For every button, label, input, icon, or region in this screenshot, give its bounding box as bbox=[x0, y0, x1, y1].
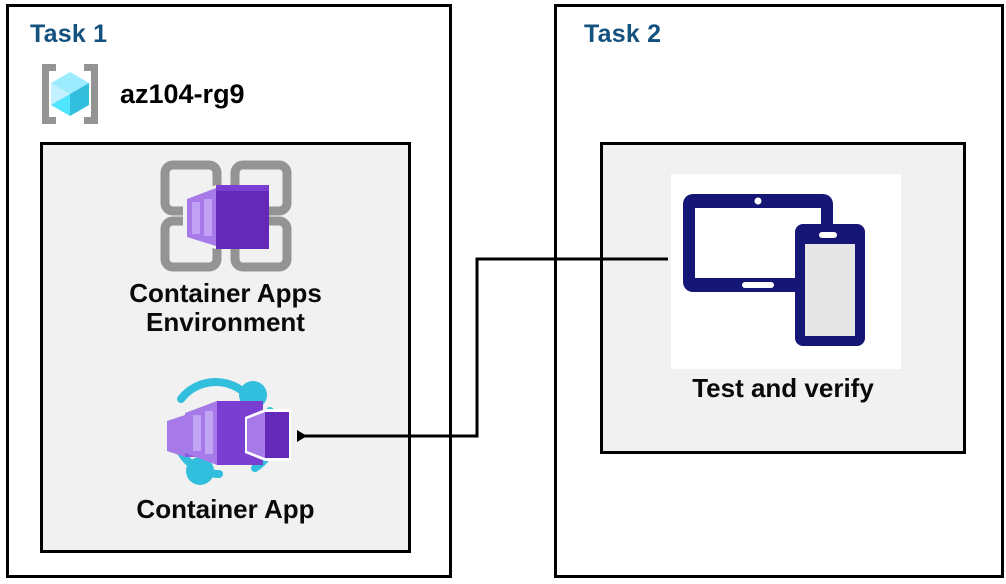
resource-group-label: az104-rg9 bbox=[120, 78, 245, 109]
container-app-icon bbox=[145, 373, 307, 491]
test-and-verify-label: Test and verify bbox=[692, 373, 874, 403]
test-and-verify-tile[interactable] bbox=[671, 174, 901, 369]
container-app-label: Container App bbox=[136, 494, 315, 524]
task-1-inner-box: Container Apps Environment bbox=[40, 142, 411, 553]
container-apps-environment-icon bbox=[150, 157, 302, 275]
tablet-and-phone-icon bbox=[671, 174, 901, 369]
container-app-node[interactable]: Container App bbox=[43, 373, 408, 524]
task-2-title: Task 2 bbox=[584, 20, 662, 48]
resource-group-icon bbox=[34, 58, 106, 130]
container-apps-environment-label: Container Apps Environment bbox=[129, 278, 322, 338]
container-apps-environment-node[interactable]: Container Apps Environment bbox=[43, 157, 408, 337]
resource-group-row: az104-rg9 bbox=[34, 58, 245, 130]
task-2-inner-box: Test and verify bbox=[600, 142, 966, 454]
task-1-title: Task 1 bbox=[30, 20, 108, 48]
